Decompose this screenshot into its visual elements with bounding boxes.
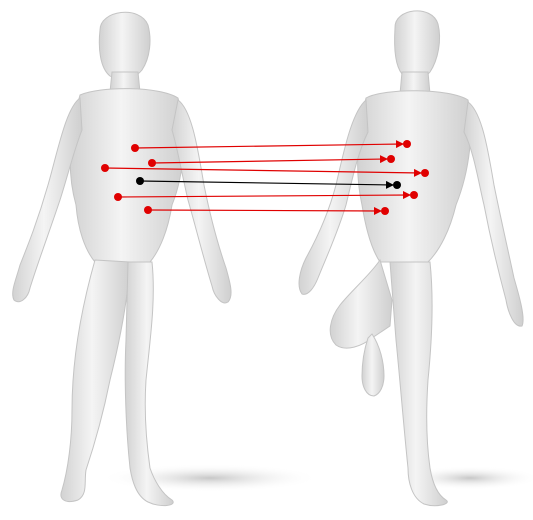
source-point [114,193,122,201]
source-point [131,144,139,152]
target-point [393,181,401,189]
target-point [381,207,389,215]
source-point [101,164,109,172]
target-point [403,140,411,148]
target-point [387,155,395,163]
source-point [136,177,144,185]
target-point [421,169,429,177]
correspondence-arrow [148,210,381,211]
source-point [144,206,152,214]
right-human-figure [299,11,523,506]
source-point [148,159,156,167]
target-point [410,191,418,199]
left-human-figure [13,12,231,505]
